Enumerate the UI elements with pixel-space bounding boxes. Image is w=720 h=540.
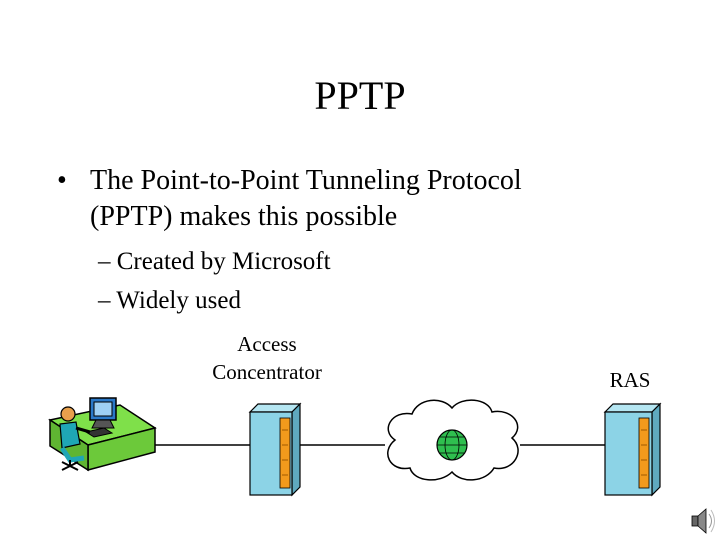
ras-server-icon	[603, 402, 662, 497]
server-tower-icon	[248, 402, 302, 497]
bullet-marker: •	[57, 165, 67, 196]
access-concentrator-label-line1: Access	[237, 332, 297, 356]
bullet-text-line2: (PPTP) makes this possible	[90, 201, 398, 232]
sub-bullet-created-by: – Created by Microsoft	[98, 248, 331, 275]
globe-icon	[436, 429, 468, 461]
access-concentrator-label-line2: Concentrator	[212, 360, 322, 384]
main-bullet: • The Point-to-Point Tunneling Protocol …	[57, 163, 657, 235]
sub-bullet-widely-used: – Widely used	[98, 287, 241, 314]
bullet-text-line1: The Point-to-Point Tunneling Protocol	[90, 165, 522, 196]
user-at-workstation-icon	[48, 397, 157, 472]
speaker-icon[interactable]	[691, 508, 715, 534]
ras-label: RAS	[609, 368, 651, 392]
slide-title: PPTP	[314, 73, 406, 118]
